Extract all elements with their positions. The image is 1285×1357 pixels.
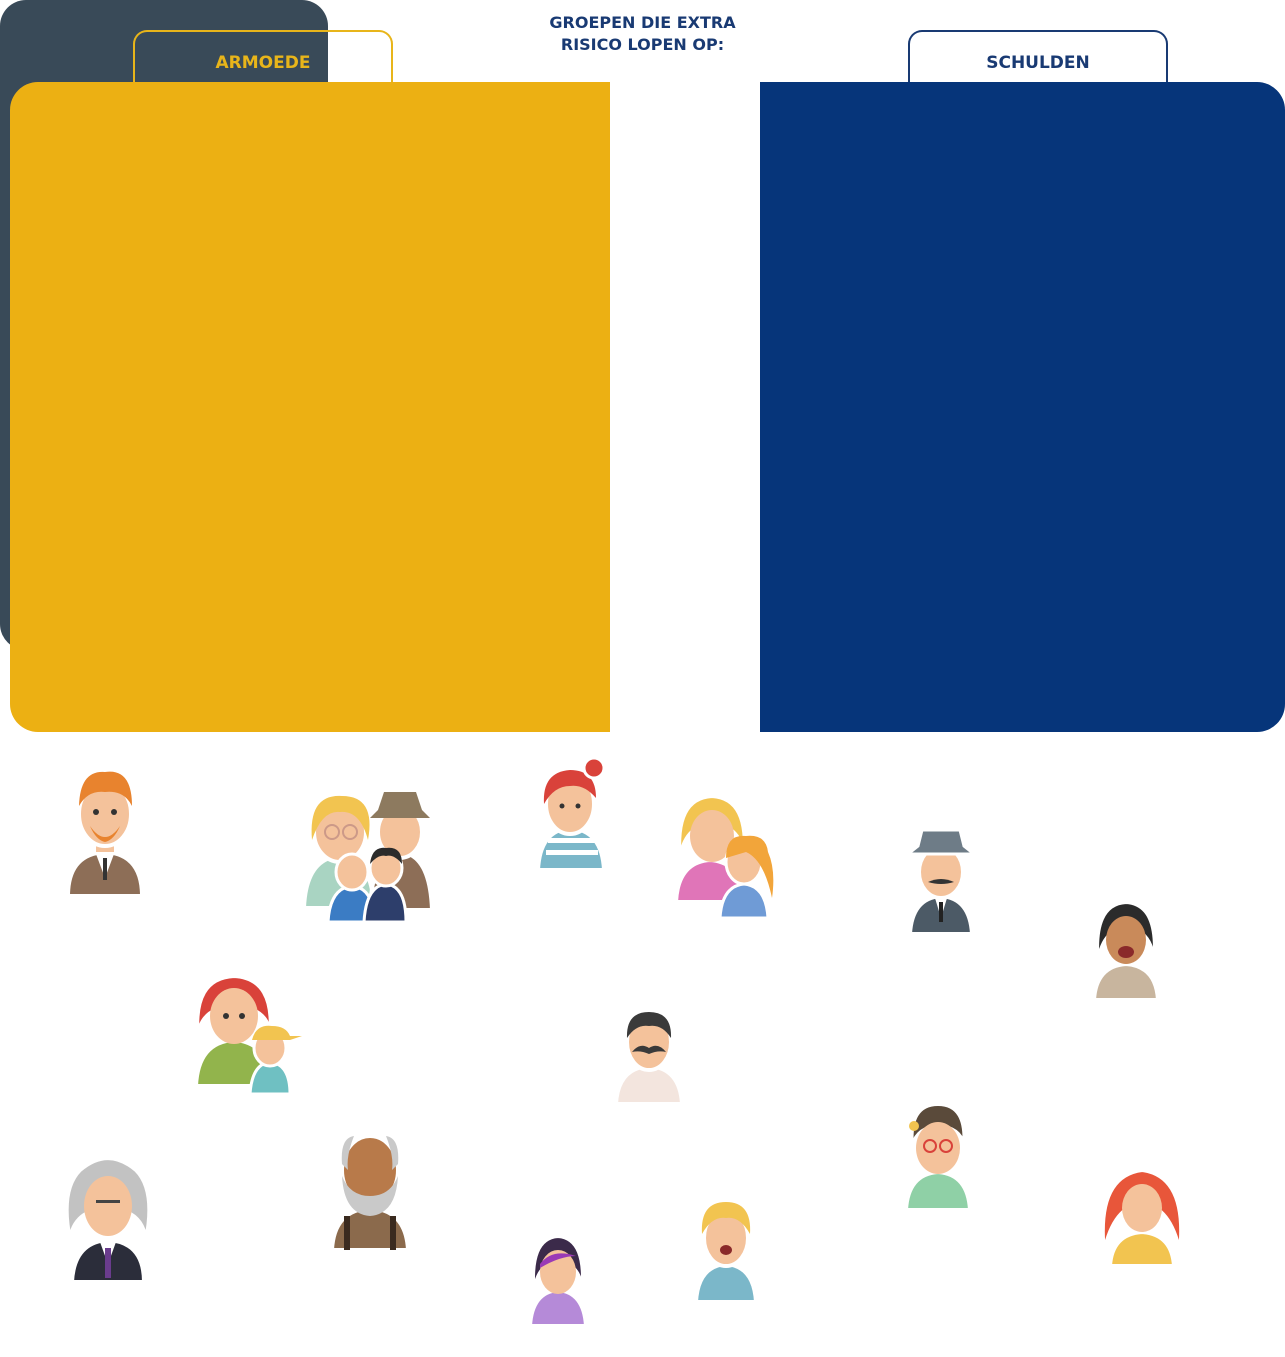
- elderly-man-avatar-icon: [64, 1156, 152, 1284]
- homeowner-avatar-icon: [903, 1101, 973, 1212]
- unemployed-person-avatar-icon: [693, 1202, 759, 1304]
- label-alleenstaande-aow: Alleenstaande onder AOW: [48, 1292, 170, 1332]
- purple-hair-woman-avatar-icon: [527, 1233, 589, 1328]
- businessman-avatar-icon: [65, 771, 145, 898]
- label-huisbeziiters: Huisbeziiters: [884, 1222, 996, 1240]
- label-ondernemers: Ondernemers / ZZP-ers Zelfstandige agrar…: [546, 1112, 742, 1152]
- label-ggz: Mensen met een GGZ problematiek: [1066, 1276, 1220, 1316]
- label-alleenstaande-vrouwen: Aleenstaande vrouwen met kinderen: [185, 1102, 301, 1164]
- label-verslaafden: Verslaafden: [1075, 1010, 1177, 1028]
- label-praktisch: Praktisch- opgeleiden: [518, 882, 612, 922]
- label-gezinnen: Gezinnen met kinderen en laag inkomen: [309, 934, 427, 996]
- ggz-woman-avatar-icon: [1100, 1167, 1184, 1268]
- addict-avatar-icon: [1091, 899, 1161, 1002]
- armoede-panel: [10, 82, 610, 732]
- entrepreneur-avatar-icon: [613, 1012, 685, 1106]
- label-werklozen: Werklozen: [681, 1308, 771, 1326]
- migrant-avatar-icon: [329, 1134, 411, 1252]
- tab-armoede: ARMOEDE: [133, 30, 393, 82]
- redhead-woman-avatar-icon: [535, 756, 607, 872]
- label-eenouder: Eenouder- gezinnen: [686, 930, 774, 970]
- label-migratie: Mensen met een migratie achtergrond: [271, 1260, 453, 1300]
- label-arbeidsongeschikten: Arbeids- ongeschikten: [50, 906, 164, 946]
- old-man-hat-avatar-icon: [903, 828, 979, 936]
- label-minima: Minima: [522, 1337, 584, 1355]
- schulden-panel: [760, 82, 1285, 732]
- diagram-title: GROEPEN DIE EXTRA RISICO LOPEN OP:: [549, 13, 736, 54]
- single-parent-avatar-icon: [673, 793, 774, 920]
- mother-child-avatar-icon: [193, 973, 302, 1096]
- label-ouderen: Ouderen: [904, 944, 978, 962]
- tab-schulden: SCHULDEN: [908, 30, 1168, 82]
- family-avatar-icon: [301, 792, 435, 924]
